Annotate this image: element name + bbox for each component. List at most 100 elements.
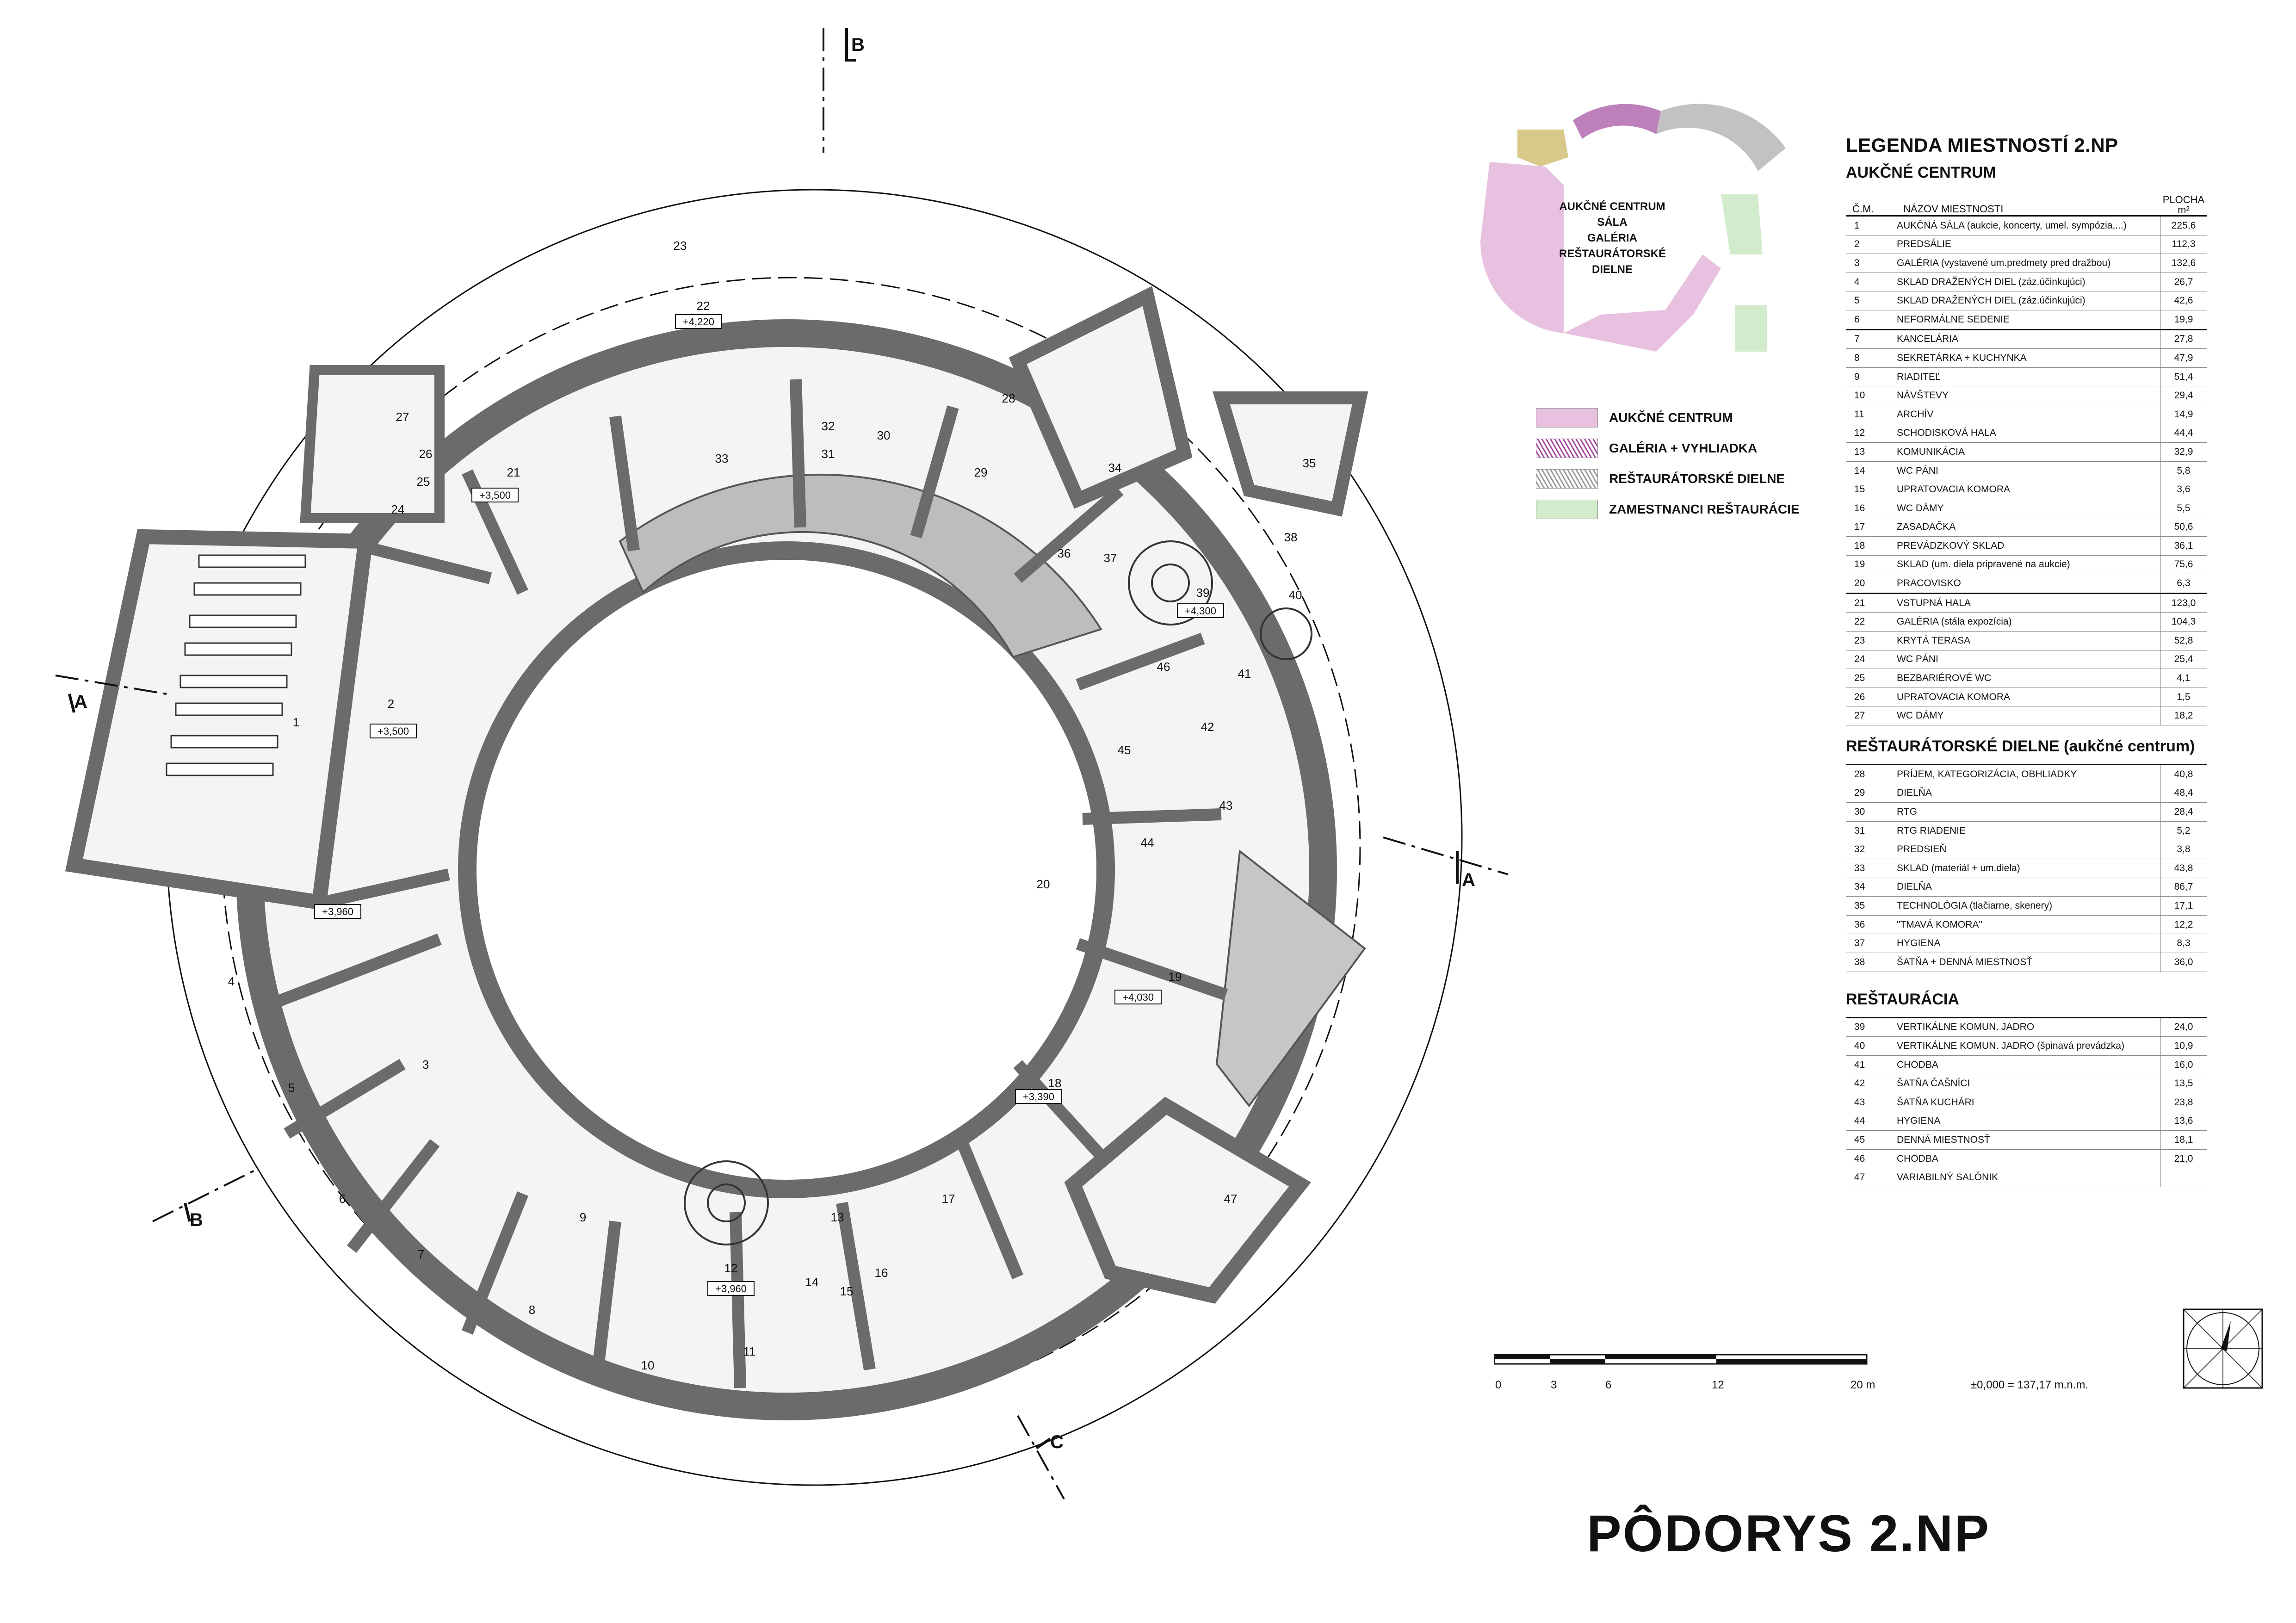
room-area-cell: 14,9 [2160, 405, 2207, 424]
room-number: 16 [875, 1266, 888, 1280]
room-number-cell: 15 [1846, 480, 1897, 499]
room-name-cell: GALÉRIA (stála expozícia) [1897, 612, 2160, 632]
legend-title: LEGENDA MIESTNOSTÍ 2.NP [1846, 134, 2118, 156]
room-name-cell: SCHODISKOVÁ HALA [1897, 424, 2160, 443]
key-label: REŠTAURÁTORSKÉ DIELNE [1609, 471, 1785, 486]
staircase-39 [1128, 540, 1213, 626]
room-number: 44 [1141, 836, 1154, 849]
room-name-cell: WC PÁNI [1897, 650, 2160, 669]
room-34-block [1009, 286, 1193, 509]
mini-yellow [1517, 130, 1568, 167]
room-number-cell: 41 [1846, 1055, 1897, 1075]
scale-label: 6 [1605, 1379, 1612, 1391]
room-area-cell: 40,8 [2160, 764, 2207, 784]
room-number-cell: 32 [1846, 840, 1897, 859]
room-number-cell: 11 [1846, 405, 1897, 424]
room-name-cell: DIELŇA [1897, 784, 2160, 803]
room-name-cell: SKLAD DRAŽENÝCH DIEL (záz.účinkujúci) [1897, 273, 2160, 292]
room-area-cell: 18,2 [2160, 706, 2207, 726]
legend-section-title: REŠTAURÁTORSKÉ DIELNE (aukčné centrum) [1846, 737, 2195, 756]
room-name-cell: RTG RIADENIE [1897, 821, 2160, 841]
room-name-cell: SKLAD (materiál + um.diela) [1897, 859, 2160, 878]
level-mark: +3,960 [715, 1283, 747, 1295]
section-letter: C [1050, 1432, 1064, 1452]
room-name-cell: PREVÁDZKOVÝ SKLAD [1897, 536, 2160, 556]
room-area-cell: 112,3 [2160, 235, 2207, 254]
room-number: 3 [422, 1058, 429, 1072]
level-marks: +3,500 +3,500 +3,960 +4,220 +3,960 +4,30… [314, 314, 1224, 1296]
room-name-cell: UPRATOVACIA KOMORA [1897, 480, 2160, 499]
room-number-cell: 20 [1846, 574, 1897, 594]
room-number: 25 [417, 475, 430, 489]
room-number-cell: 28 [1846, 764, 1897, 784]
room-area-cell: 17,1 [2160, 896, 2207, 916]
color-key: AUKČNÉ CENTRUM GALÉRIA + VYHLIADKA REŠTA… [1536, 403, 1800, 525]
room-number: 13 [831, 1210, 844, 1224]
staircase-40 [1260, 607, 1312, 660]
mini-label: AUKČNÉ CENTRUM [1559, 200, 1665, 213]
room-area-cell: 75,6 [2160, 555, 2207, 575]
room-name-cell: ŠATŇA + DENNÁ MIESTNOSŤ [1897, 953, 2160, 972]
room-area-cell: 50,6 [2160, 518, 2207, 537]
room-area-cell: 10,9 [2160, 1036, 2207, 1056]
room-number: 14 [805, 1275, 819, 1289]
room-number-cell: 8 [1846, 348, 1897, 368]
room-area-cell: 16,0 [2160, 1055, 2207, 1075]
mini-label: REŠTAURÁTORSKÉ DIELNE [1559, 248, 1666, 276]
room-area-cell: 3,8 [2160, 840, 2207, 859]
room-name-cell: RIADITEĽ [1897, 367, 2160, 387]
room-area-cell: 5,8 [2160, 461, 2207, 481]
level-mark: +4,220 [683, 316, 714, 328]
room-area-cell: 32,9 [2160, 442, 2207, 462]
swatch-galeria [1536, 439, 1598, 458]
room-name-cell: AUKČNÁ SÁLA (aukcie, koncerty, umel. sym… [1897, 217, 2160, 235]
room-name-cell: DIELŇA [1897, 878, 2160, 897]
room-name-cell: VERTIKÁLNE KOMUN. JADRO [1897, 1017, 2160, 1037]
floor-plan: 1 2 3 4 5 6 7 8 9 10 11 12 13 14 15 16 1… [55, 28, 1509, 1499]
room-name-cell: VSTUPNÁ HALA [1897, 592, 2160, 613]
room-name-cell: PRÍJEM, KATEGORIZÁCIA, OBHLIADKY [1897, 764, 2160, 784]
room-name-cell: VERTIKÁLNE KOMUN. JADRO (špinavá prevádz… [1897, 1036, 2160, 1056]
room-number-cell: 47 [1846, 1168, 1897, 1187]
room-name-cell: HYGIENA [1897, 1112, 2160, 1131]
room-number: 30 [877, 428, 891, 442]
room-number-cell: 13 [1846, 442, 1897, 462]
room-area-cell: 123,0 [2160, 592, 2207, 613]
scale-label: 0 [1495, 1379, 1502, 1391]
room-number-cell: 2 [1846, 235, 1897, 254]
room-number-cell: 30 [1846, 802, 1897, 822]
room-number: 39 [1196, 586, 1210, 600]
room-number-cell: 19 [1846, 555, 1897, 575]
room-number: 7 [418, 1247, 424, 1261]
room-number: 9 [580, 1210, 586, 1224]
room-name-cell: PREDSÁLIE [1897, 235, 2160, 254]
room-number-cell: 23 [1846, 631, 1897, 650]
room-number: 26 [419, 447, 433, 461]
room-area-cell: 25,4 [2160, 650, 2207, 669]
room-number-cell: 22 [1846, 612, 1897, 632]
room-area-cell: 26,7 [2160, 273, 2207, 292]
room-name-cell: ŠATŇA ČAŠNÍCI [1897, 1074, 2160, 1093]
level-mark: +4,300 [1185, 605, 1216, 617]
room-number-cell: 26 [1846, 688, 1897, 707]
room-name-cell: BEZBARIÉROVÉ WC [1897, 669, 2160, 688]
room-number: 12 [724, 1261, 738, 1275]
room-area-cell: 29,4 [2160, 386, 2207, 405]
room-name-cell: HYGIENA [1897, 934, 2160, 953]
room-area-cell: 5,5 [2160, 499, 2207, 518]
room-number-cell: 33 [1846, 859, 1897, 878]
room-number-cell: 18 [1846, 536, 1897, 556]
